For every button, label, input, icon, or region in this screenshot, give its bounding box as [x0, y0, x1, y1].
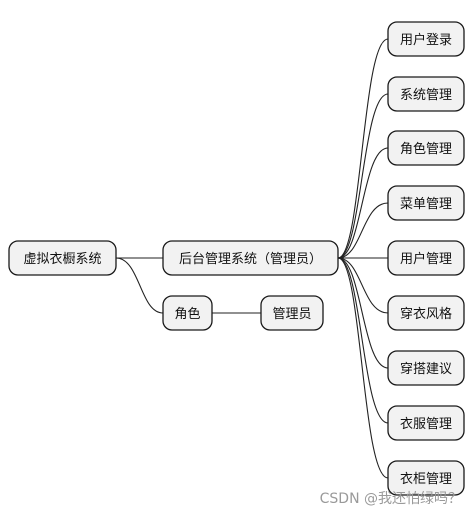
watermark-text: CSDN @我还怕绿吗？ [319, 491, 462, 507]
leaf-node-role-management: 角色管理 [387, 130, 465, 166]
leaf-node-clothes-management: 衣服管理 [387, 405, 465, 441]
edge-leaf-1 [337, 38, 389, 259]
leaf-label: 系统管理 [400, 88, 452, 103]
leaf-label: 穿搭建议 [400, 361, 452, 377]
root-node: 虚拟衣橱系统 [8, 240, 117, 276]
role-child-admin-label: 管理员 [272, 307, 311, 322]
branch-admin-system-node: 后台管理系统（管理员） [162, 240, 339, 276]
leaf-label: 衣服管理 [400, 416, 452, 432]
leaf-label: 用户登录 [400, 32, 452, 48]
leaf-label: 衣柜管理 [400, 471, 452, 487]
edge-leaf-8 [337, 257, 389, 424]
edge-leaf-9 [337, 257, 389, 479]
role-child-admin-node: 管理员 [260, 295, 324, 331]
edge-leaf-6 [337, 257, 389, 314]
leaf-node-user-login: 用户登录 [387, 21, 465, 57]
mindmap-edges [115, 38, 389, 479]
leaf-node-dress-style: 穿衣风格 [387, 295, 465, 331]
edge-leaf-3 [337, 147, 389, 259]
edge-leaf-7 [337, 257, 389, 369]
root-node-label: 虚拟衣橱系统 [23, 251, 101, 267]
leaf-node-user-management: 用户管理 [387, 240, 465, 276]
leaf-label: 角色管理 [400, 141, 452, 157]
branch-admin-system-label: 后台管理系统（管理员） [179, 252, 322, 267]
edge-leaf-2 [337, 93, 389, 259]
branch-role-node: 角色 [162, 295, 213, 331]
edge-leaf-4 [337, 202, 389, 259]
leaf-node-menu-management: 菜单管理 [387, 185, 465, 221]
branch-role-label: 角色 [174, 306, 200, 322]
edge-root-branch2 [115, 257, 164, 314]
leaf-label: 穿衣风格 [400, 306, 452, 322]
leaf-node-system-management: 系统管理 [387, 76, 465, 112]
leaf-node-wardrobe-management: 衣柜管理 [387, 460, 465, 496]
leaf-label: 用户管理 [400, 251, 452, 267]
leaf-label: 菜单管理 [400, 197, 452, 212]
leaf-node-outfit-suggestion: 穿搭建议 [387, 350, 465, 386]
